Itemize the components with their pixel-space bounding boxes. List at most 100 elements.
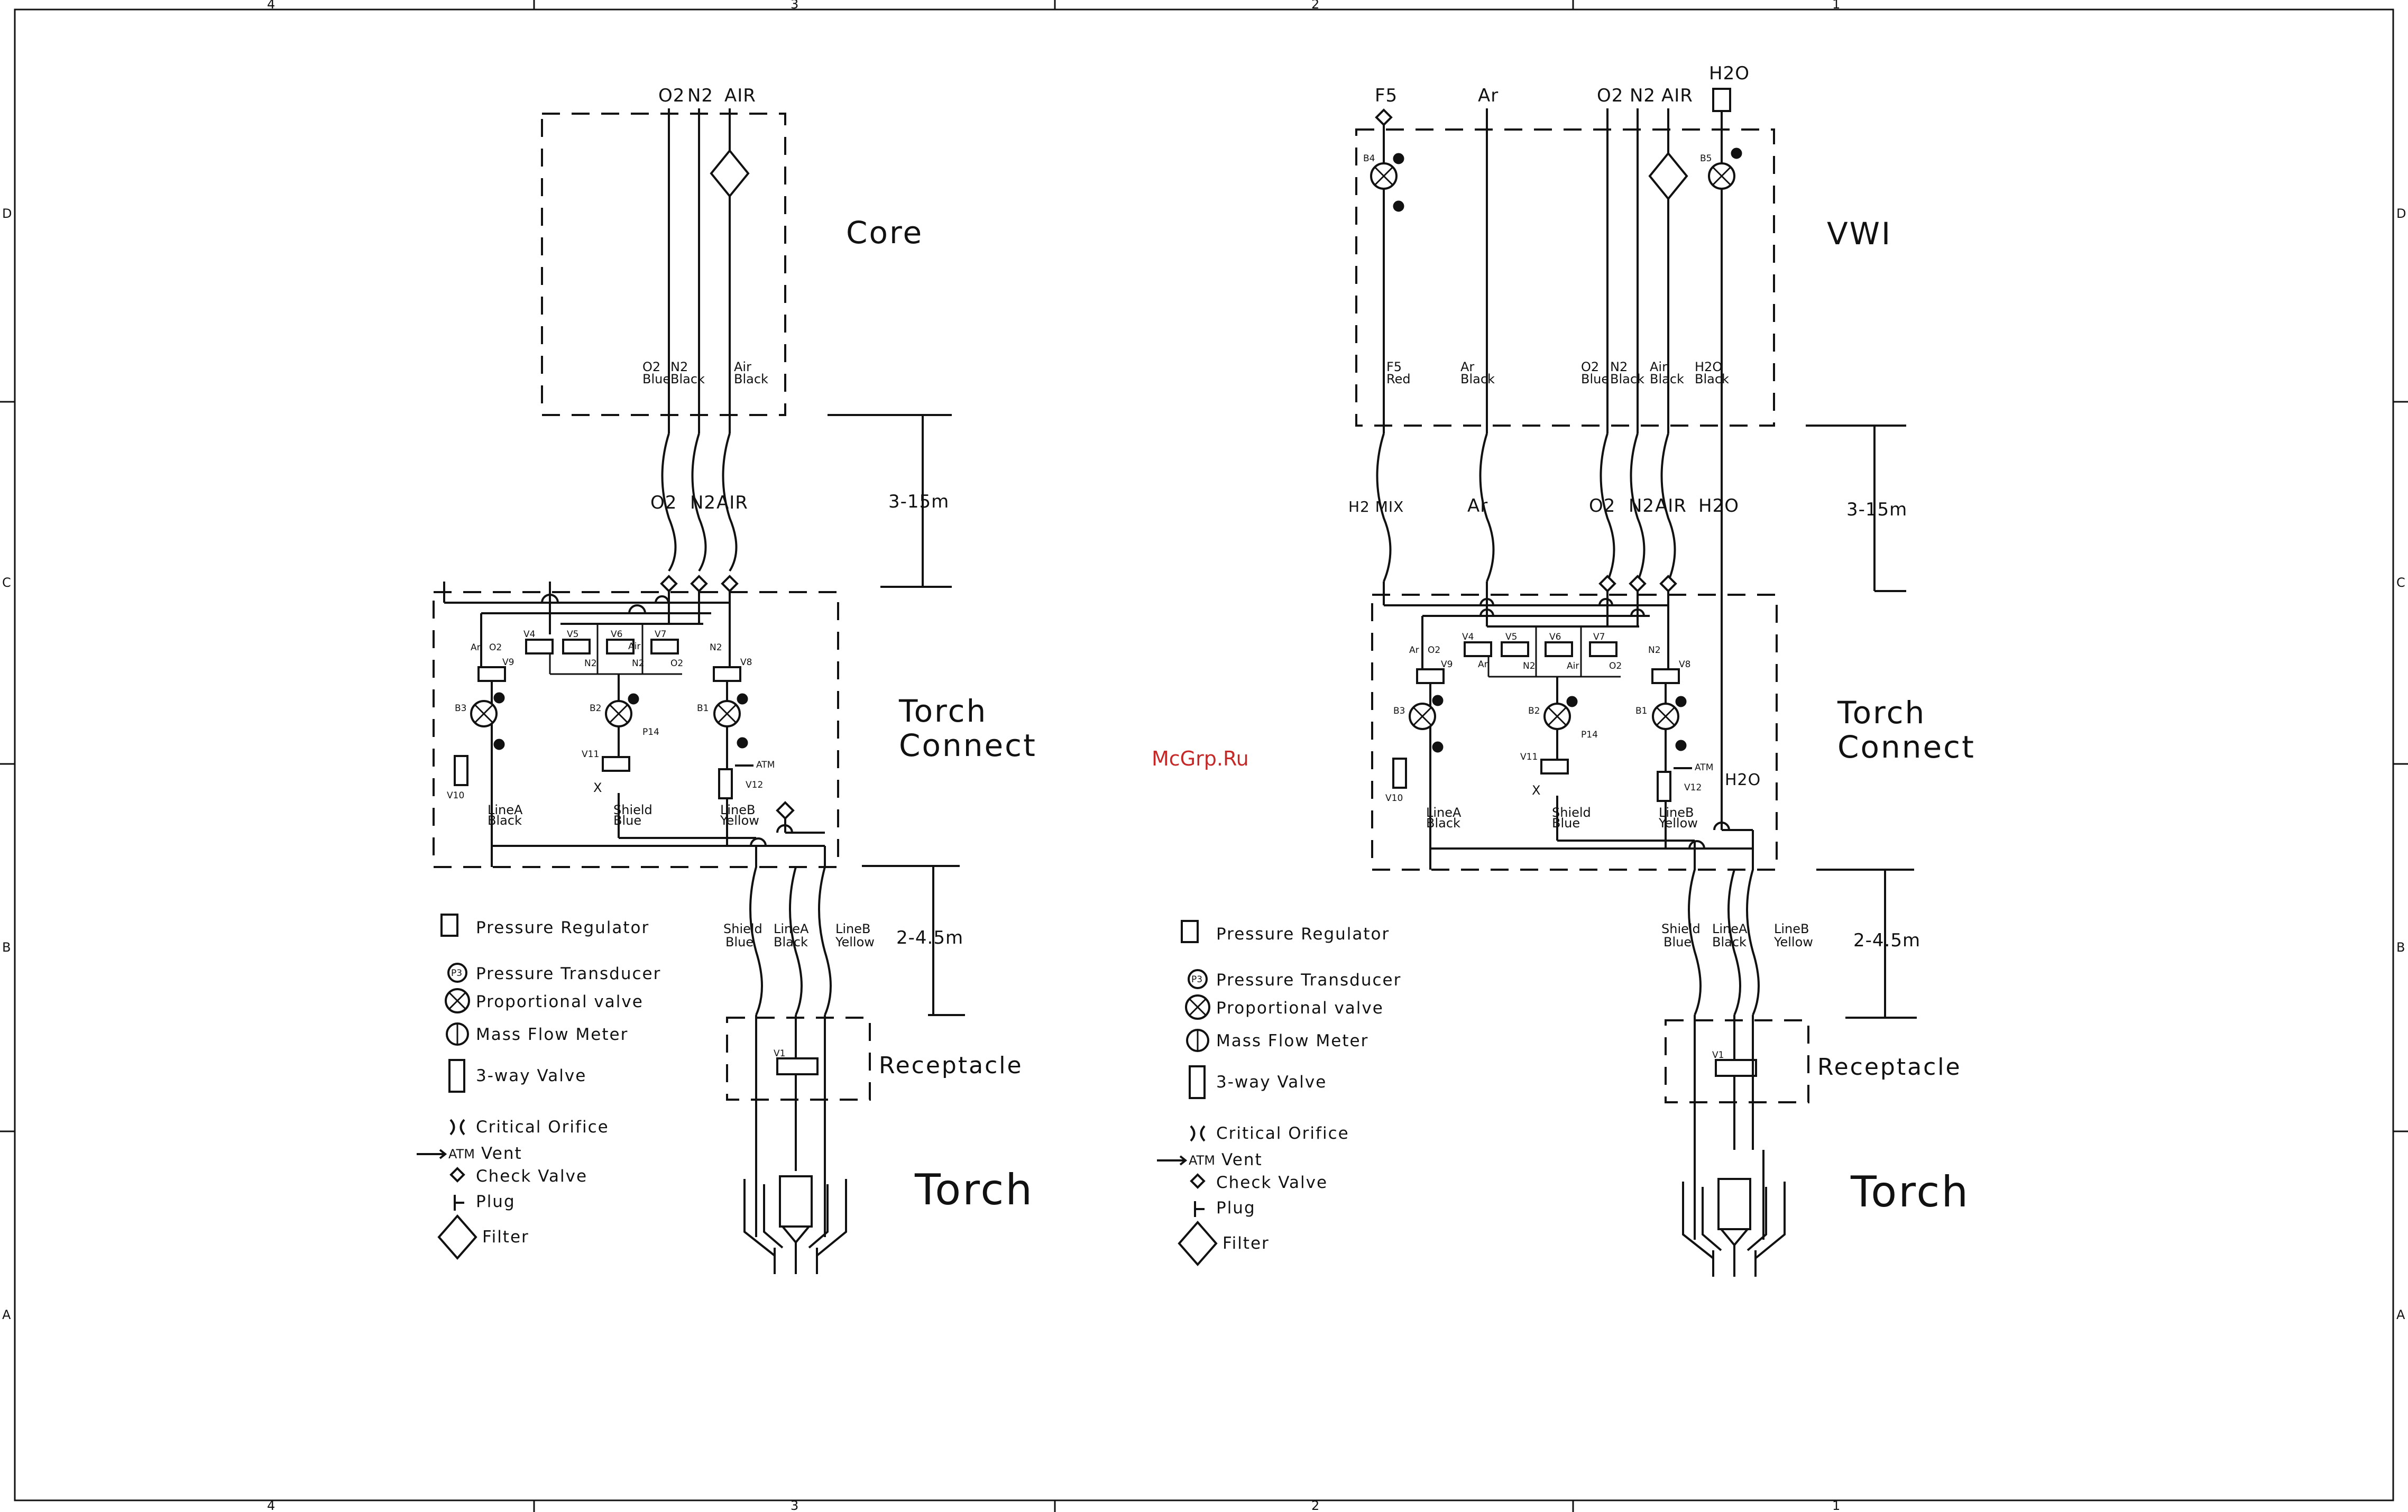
dimension-upper: 3-15m xyxy=(828,414,952,588)
pressure-regulator-icon xyxy=(1712,88,1731,112)
three-way-valve-icon xyxy=(448,1059,465,1093)
mfc-label: B4 xyxy=(1363,153,1375,164)
legend-label: Vent xyxy=(1221,1150,1263,1169)
three-way-valve-icon xyxy=(1657,771,1671,802)
mfc-label: B2 xyxy=(590,703,601,714)
line-color: Black xyxy=(488,813,522,828)
three-way-valve-icon xyxy=(718,768,733,799)
legend-left: Pressure Regulator P3 Pressure Transduce… xyxy=(417,914,661,1260)
receptacle-label: Receptacle xyxy=(879,1052,1023,1079)
h2o-label: H2O xyxy=(1725,771,1761,789)
legend-label: Proportional valve xyxy=(476,992,644,1011)
line-color: Black xyxy=(1695,372,1729,386)
lower-line-color: Yellow xyxy=(1773,935,1813,949)
transducer-icon xyxy=(1393,147,1742,212)
frame-col-label: 4 xyxy=(267,1498,275,1512)
line-label: N2 xyxy=(670,359,688,374)
line-color: Yellow xyxy=(720,813,759,828)
frame-col-label: 2 xyxy=(1311,0,1319,12)
legend-label: 3-way Valve xyxy=(476,1066,586,1085)
critical-orifice-icon xyxy=(1190,1125,1206,1142)
critical-orifice-icon: X xyxy=(593,780,602,795)
valve-label: V5 xyxy=(1505,632,1517,642)
torch-connect-box xyxy=(1371,594,1778,871)
dimension-lower-label: 2-4.5m xyxy=(1853,930,1920,951)
valve-label: V10 xyxy=(1385,793,1403,804)
plug-icon xyxy=(1194,1201,1205,1217)
legend-label: Plug xyxy=(476,1192,516,1211)
gas-label: O2 xyxy=(489,642,502,653)
three-way-valve-icon xyxy=(1540,759,1569,775)
dimension-lower-label: 2-4.5m xyxy=(896,927,963,948)
legend-label: Critical Orifice xyxy=(1216,1124,1349,1143)
critical-orifice-icon: X xyxy=(1532,783,1540,798)
valve-label: V8 xyxy=(1679,659,1690,670)
filter-icon xyxy=(1648,151,1688,201)
legend-label: Plug xyxy=(1216,1198,1256,1218)
legend-label: Filter xyxy=(482,1228,529,1247)
valve-label: V4 xyxy=(523,629,535,640)
input-label: O2 xyxy=(1597,85,1623,106)
input-label: AIR xyxy=(1661,85,1693,106)
frame-row-label: C xyxy=(2396,575,2405,590)
transducer-icon xyxy=(1432,695,1687,753)
torch-connect-label: Connect xyxy=(1837,729,1975,765)
input-label: O2 xyxy=(658,85,685,106)
three-way-valve-icon xyxy=(1392,758,1407,789)
gas-label: N2 xyxy=(584,658,597,669)
filter-icon xyxy=(437,1214,477,1260)
mfc-label: B2 xyxy=(1528,706,1540,716)
lower-line-label: Shield xyxy=(1661,921,1701,936)
valve-label: V6 xyxy=(1549,632,1561,642)
plug-icon xyxy=(454,1195,464,1211)
torch-icon xyxy=(743,1147,847,1274)
vent-arrow-icon xyxy=(417,1149,447,1159)
lower-line-color: Blue xyxy=(1663,935,1692,949)
legend-symbol-text: P3 xyxy=(1191,974,1202,985)
valve-label: V7 xyxy=(655,629,666,640)
frame-row-label: D xyxy=(2,206,12,221)
legend-label: Pressure Transducer xyxy=(476,964,661,983)
transducer-label: P14 xyxy=(1581,730,1598,740)
frame-row-label: B xyxy=(2396,940,2405,955)
line-label: H2O xyxy=(1695,359,1722,374)
frame-row-label: D xyxy=(2396,206,2406,221)
check-valve-icon xyxy=(660,575,739,593)
three-way-valve-icon xyxy=(1715,1059,1757,1077)
dimension-upper-label: 3-15m xyxy=(1846,499,1907,520)
valve-label: V9 xyxy=(1441,659,1453,670)
legend-label: 3-way Valve xyxy=(1216,1073,1327,1092)
valve-label: V4 xyxy=(1462,632,1474,642)
input-label: N2 xyxy=(1630,85,1656,106)
right-schematic: VWI F5 Ar O2 N2 AIR H2O B4 B5 xyxy=(1348,63,1975,1277)
lower-line-label: LineB xyxy=(1774,921,1809,936)
mfc-label: B1 xyxy=(697,703,709,714)
gas-label: Ar xyxy=(1478,659,1488,670)
three-way-valve-icon xyxy=(602,756,630,772)
valve-label: V10 xyxy=(447,790,464,801)
receptacle-box xyxy=(726,1017,871,1101)
lower-line-color: Blue xyxy=(725,935,753,949)
line-label: LineA xyxy=(488,803,523,817)
line-label: F5 xyxy=(1386,359,1402,374)
valve-label: V7 xyxy=(1593,632,1605,642)
lower-line-color: Black xyxy=(774,935,808,949)
hose-label: AIR xyxy=(716,492,748,513)
frame-col-label: 4 xyxy=(267,0,275,12)
check-valve-icon xyxy=(1190,1173,1206,1189)
torch-label: Torch xyxy=(1850,1167,1970,1216)
valve-label: V12 xyxy=(746,780,763,790)
lower-line-label: LineA xyxy=(774,921,809,936)
frame-col-label: 3 xyxy=(791,1498,798,1512)
frame-col-label: 3 xyxy=(791,0,798,12)
line-label: Air xyxy=(1650,359,1667,374)
check-valve-icon xyxy=(1598,575,1677,593)
three-way-valve-icon xyxy=(776,1057,819,1075)
line-label: Shield xyxy=(613,803,652,817)
input-label: N2 xyxy=(687,85,713,106)
vwi-box xyxy=(1355,128,1775,427)
legend-label: Mass Flow Meter xyxy=(476,1025,628,1044)
mfc-label: B3 xyxy=(455,703,466,714)
